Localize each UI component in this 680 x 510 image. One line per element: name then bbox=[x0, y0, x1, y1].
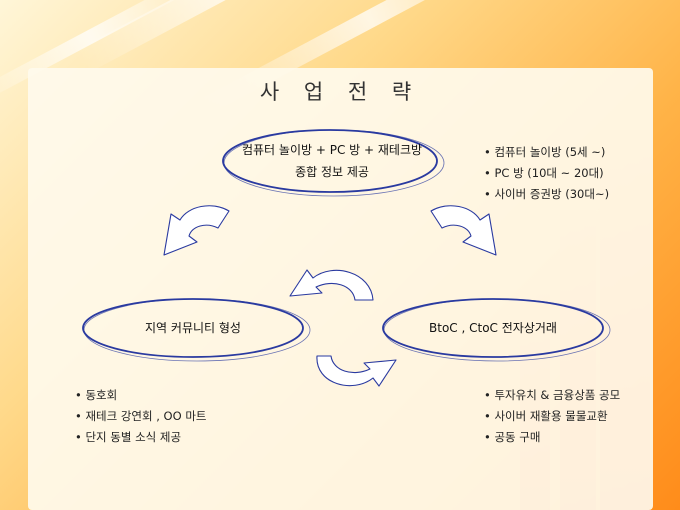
list-item: 재테크 강연회 , OO 마트 bbox=[75, 406, 206, 427]
bottom-left-bullet-list: 동호회 재테크 강연회 , OO 마트 단지 동별 소식 제공 bbox=[75, 385, 206, 448]
right-node-label: BtoC , CtoC 전자상거래 bbox=[429, 321, 557, 335]
right-ellipse bbox=[382, 298, 611, 362]
curved-arrow-lower-center-icon bbox=[316, 355, 397, 387]
left-ellipse bbox=[82, 298, 311, 362]
list-item: 사이버 재활용 물물교환 bbox=[484, 406, 620, 427]
curved-arrow-upper-center-icon bbox=[289, 269, 374, 301]
list-item: 컴퓨터 놀이방 (5세 ~) bbox=[484, 142, 609, 163]
bottom-right-bullet-list: 투자유치 & 금융상품 공모 사이버 재활용 물물교환 공동 구매 bbox=[484, 385, 620, 448]
list-item: 공동 구매 bbox=[484, 427, 620, 448]
top-node-line1: 컴퓨터 놀이방 + PC 방 + 재테크방 bbox=[241, 143, 423, 157]
top-ellipse bbox=[222, 129, 445, 197]
list-item: 투자유치 & 금융상품 공모 bbox=[484, 385, 620, 406]
list-item: 단지 동별 소식 제공 bbox=[75, 427, 206, 448]
top-node-line2: 종합 정보 제공 bbox=[295, 165, 369, 179]
page-title: 사 업 전 략 bbox=[259, 80, 421, 104]
list-item: PC 방 (10대 ~ 20대) bbox=[484, 163, 609, 184]
curved-arrow-right-icon bbox=[430, 205, 497, 256]
top-right-bullet-list: 컴퓨터 놀이방 (5세 ~) PC 방 (10대 ~ 20대) 사이버 증권방 … bbox=[484, 142, 609, 205]
curved-arrow-left-icon bbox=[163, 205, 230, 256]
list-item: 동호회 bbox=[75, 385, 206, 406]
list-item: 사이버 증권방 (30대~) bbox=[484, 184, 609, 205]
left-node-label: 지역 커뮤니티 형성 bbox=[145, 321, 241, 335]
top-node-label: 컴퓨터 놀이방 + PC 방 + 재테크방 종합 정보 제공 bbox=[224, 139, 440, 183]
